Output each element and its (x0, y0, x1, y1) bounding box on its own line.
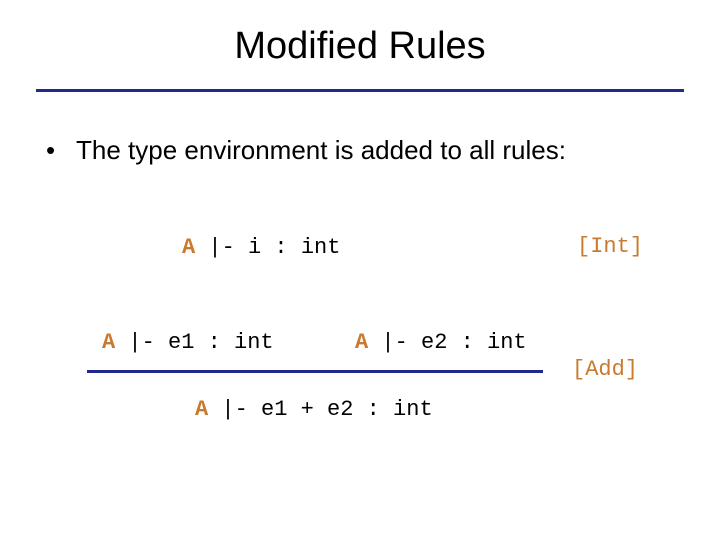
type-environment-symbol: A (102, 330, 116, 355)
judgment-text: |- e2 : int (368, 330, 527, 355)
add-rule-conclusion: A |- e1 + e2 : int (195, 396, 433, 424)
add-rule-premise-1: A |- e1 : int (102, 329, 274, 357)
judgment-text: |- e1 : int (115, 330, 274, 355)
add-rule-name: [Add] (572, 357, 639, 382)
title-underline (36, 89, 684, 92)
bullet-text: The type environment is added to all rul… (76, 135, 566, 165)
judgment-text: |- e1 + e2 : int (208, 397, 433, 422)
add-rule-premise-2: A |- e2 : int (355, 329, 527, 357)
bullet-item: • The type environment is added to all ru… (46, 132, 566, 168)
slide-title: Modified Rules (234, 25, 486, 67)
type-environment-symbol: A (182, 235, 196, 260)
int-rule-conclusion: A |- i : int (182, 234, 340, 262)
inference-line (87, 370, 543, 373)
int-rule-name: [Int] (577, 234, 644, 259)
bullet-marker: • (46, 135, 56, 165)
type-environment-symbol: A (355, 330, 369, 355)
type-environment-symbol: A (195, 397, 209, 422)
judgment-text: |- i : int (195, 235, 341, 260)
